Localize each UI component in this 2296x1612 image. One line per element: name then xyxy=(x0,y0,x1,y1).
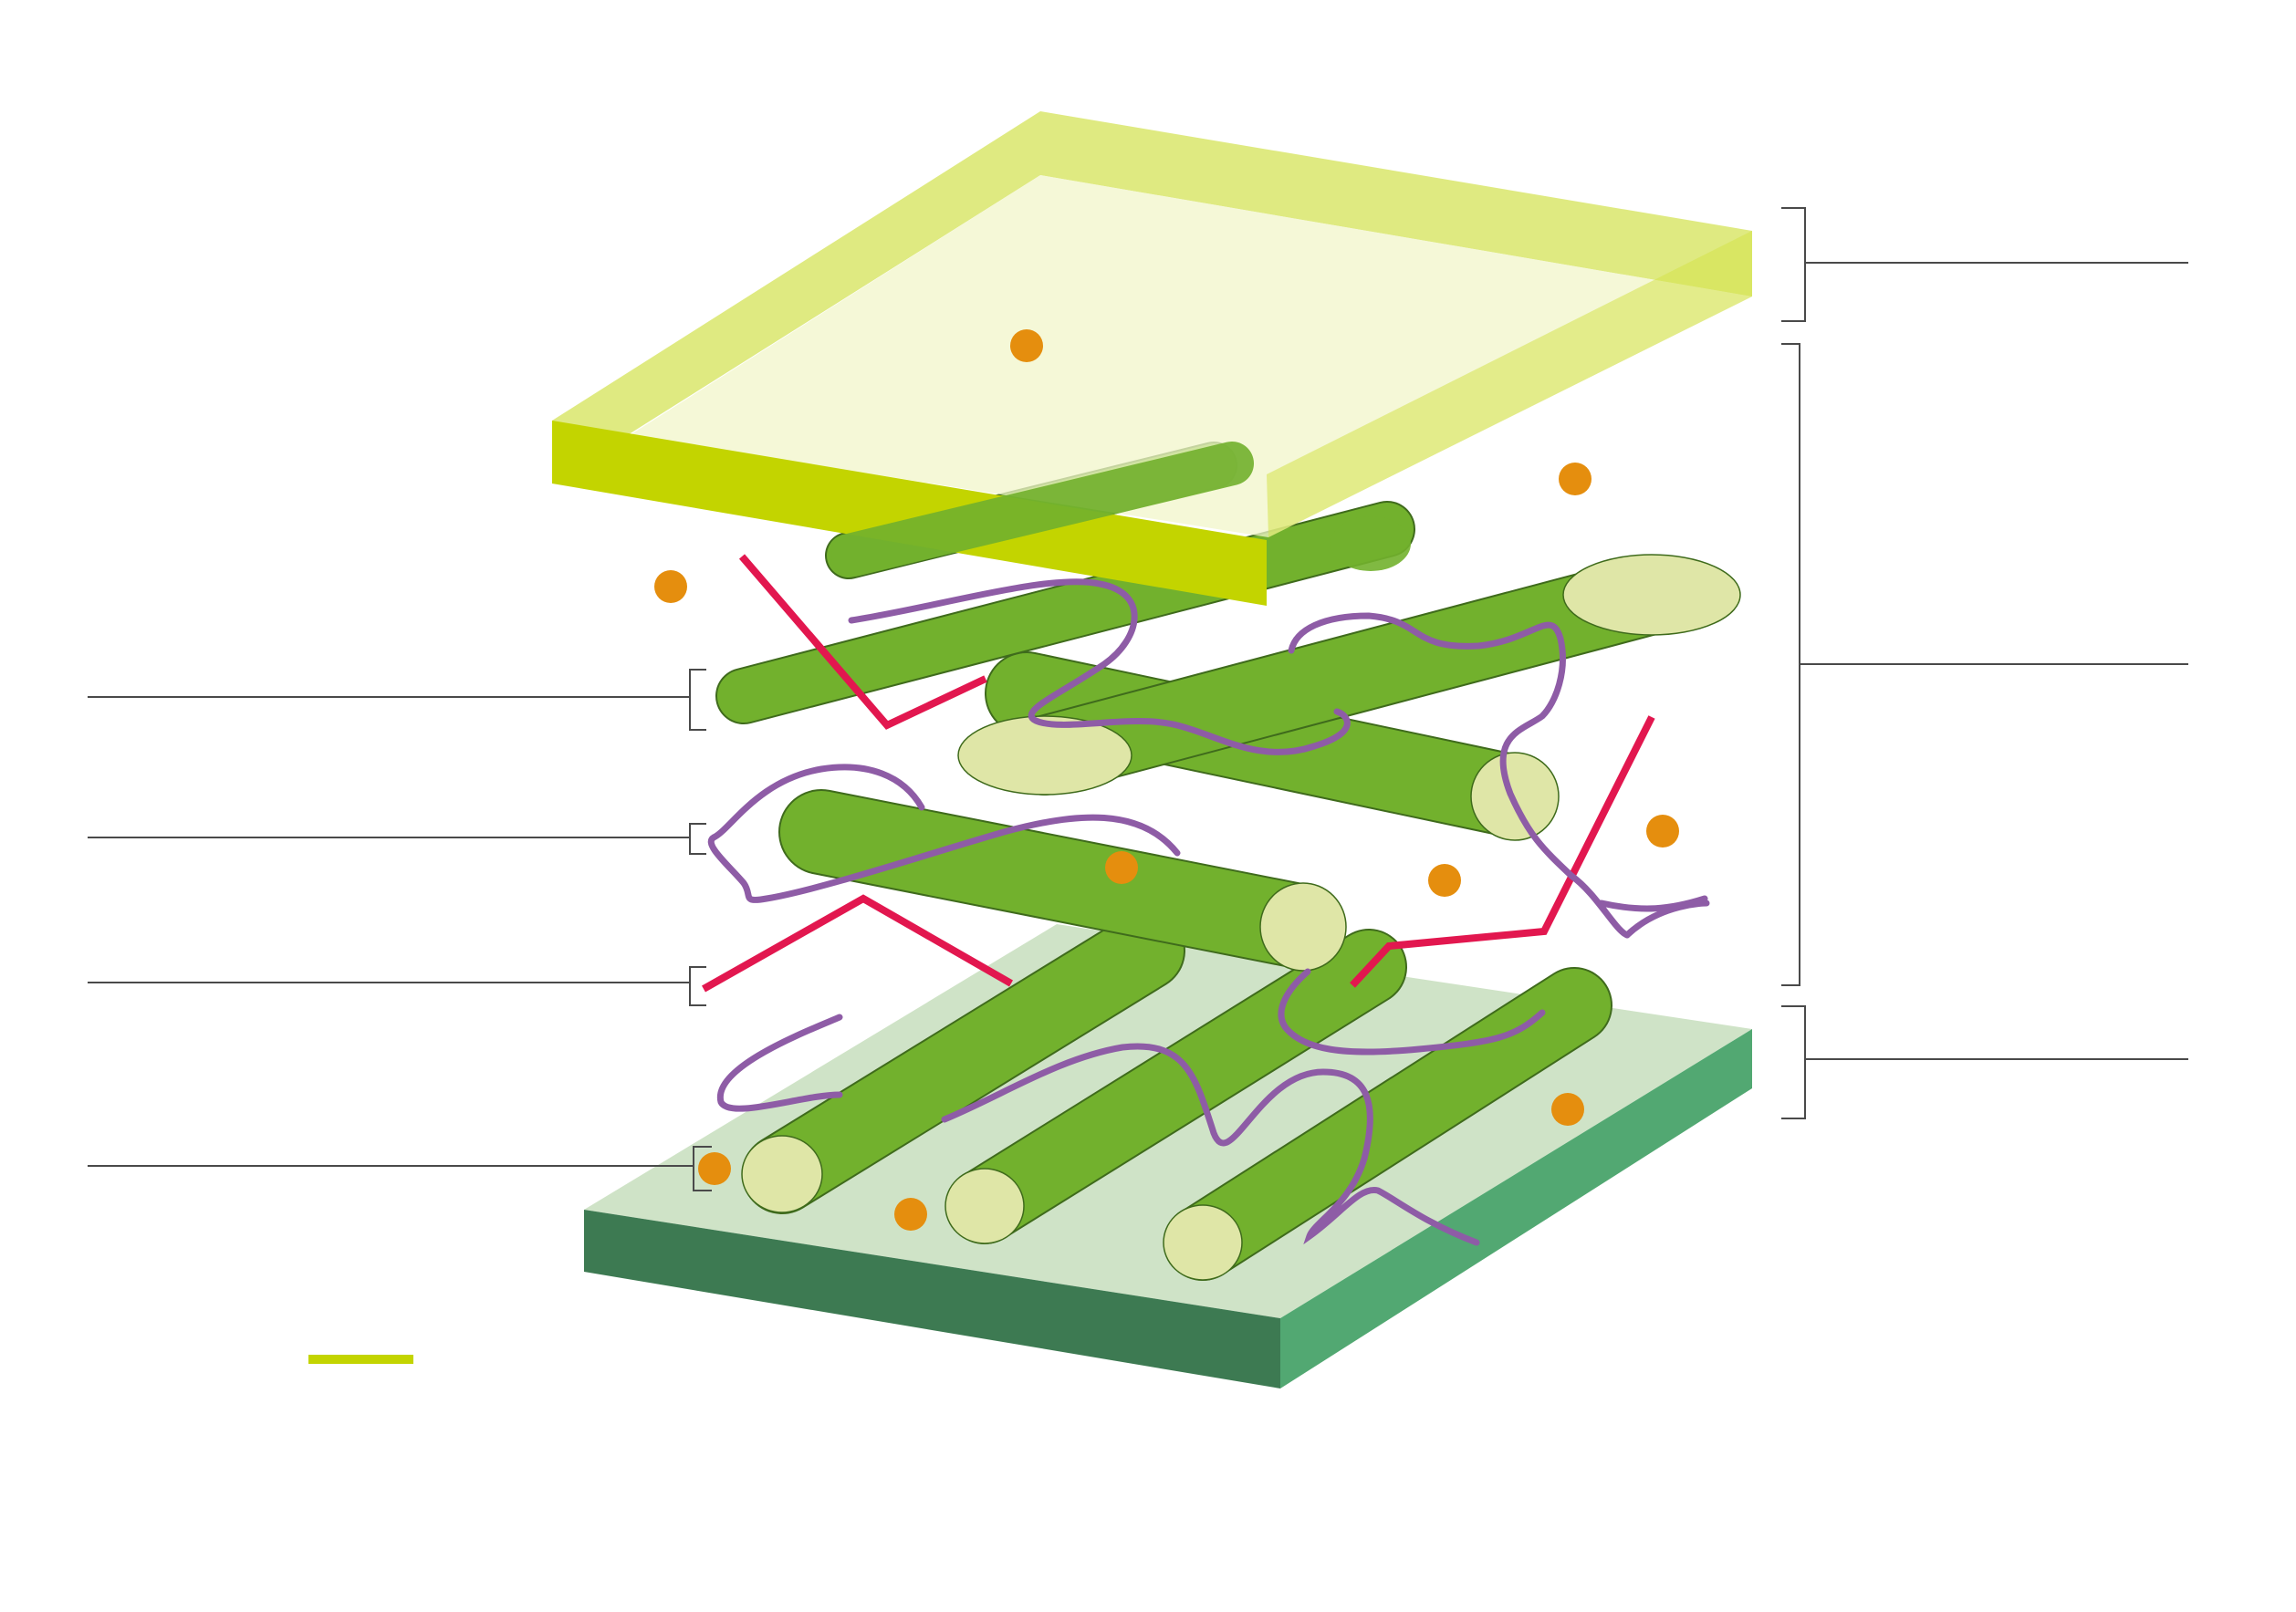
left-bracket-dots xyxy=(88,1146,712,1191)
purple-strand xyxy=(707,764,1181,903)
purple-strands xyxy=(707,578,1710,1246)
rod xyxy=(1163,967,1612,1281)
red-segment xyxy=(1350,715,1655,988)
bottom-plate-bracket xyxy=(1781,1005,2188,1119)
orange-dot xyxy=(698,1152,731,1185)
top-plate xyxy=(552,111,1752,606)
left-bracket-red-segments xyxy=(88,966,706,1006)
top-plate-bracket xyxy=(1781,207,2188,322)
left-annotations xyxy=(88,669,712,1191)
top-plate-front-edge xyxy=(552,421,1267,606)
orange-dots xyxy=(654,329,1679,1231)
rod xyxy=(957,554,1741,796)
red-segment xyxy=(738,554,987,730)
rod-under-top-plate xyxy=(831,442,1411,577)
rod-end-cap xyxy=(1259,882,1347,972)
purple-strand xyxy=(941,1043,1480,1246)
red-segment xyxy=(702,894,1013,993)
orange-dot xyxy=(1551,1093,1584,1126)
left-bracket-rods xyxy=(88,669,706,731)
top-plate-top-face xyxy=(630,175,1752,537)
orange-dot xyxy=(1428,864,1461,897)
orange-dot xyxy=(654,570,687,603)
bottom-plate-right-edge xyxy=(1280,1029,1752,1388)
purple-strand xyxy=(717,1014,843,1112)
bottom-plate-front-edge xyxy=(584,1210,1280,1388)
rod-end-cap xyxy=(944,1168,1025,1244)
rod-end-cap xyxy=(957,715,1132,796)
purple-strand xyxy=(1288,612,1631,939)
left-bracket-strands xyxy=(88,823,706,855)
rod-end-cap xyxy=(1163,1204,1243,1281)
rod xyxy=(944,929,1407,1244)
purple-strand xyxy=(848,578,1351,755)
rod-end-cap xyxy=(1562,554,1741,636)
orange-dot xyxy=(1559,463,1592,495)
rod xyxy=(778,789,1347,972)
top-plate-back-edge xyxy=(552,111,1752,483)
red-segments xyxy=(702,554,1655,993)
orange-dot xyxy=(1105,851,1138,884)
orange-dot xyxy=(1010,329,1043,362)
orange-dot xyxy=(1646,815,1679,848)
orange-dot xyxy=(894,1198,927,1231)
top-plate-right-edge xyxy=(1267,231,1752,537)
right-annotations xyxy=(1781,207,2188,1119)
rod xyxy=(741,910,1185,1214)
middle-layer-bracket xyxy=(1781,343,2188,986)
bottom-rod-layer xyxy=(741,910,1612,1281)
purple-strand xyxy=(1598,895,1708,912)
purple-strand xyxy=(1278,968,1546,1056)
rod xyxy=(715,501,1415,724)
rod-end-cap xyxy=(741,1135,823,1213)
